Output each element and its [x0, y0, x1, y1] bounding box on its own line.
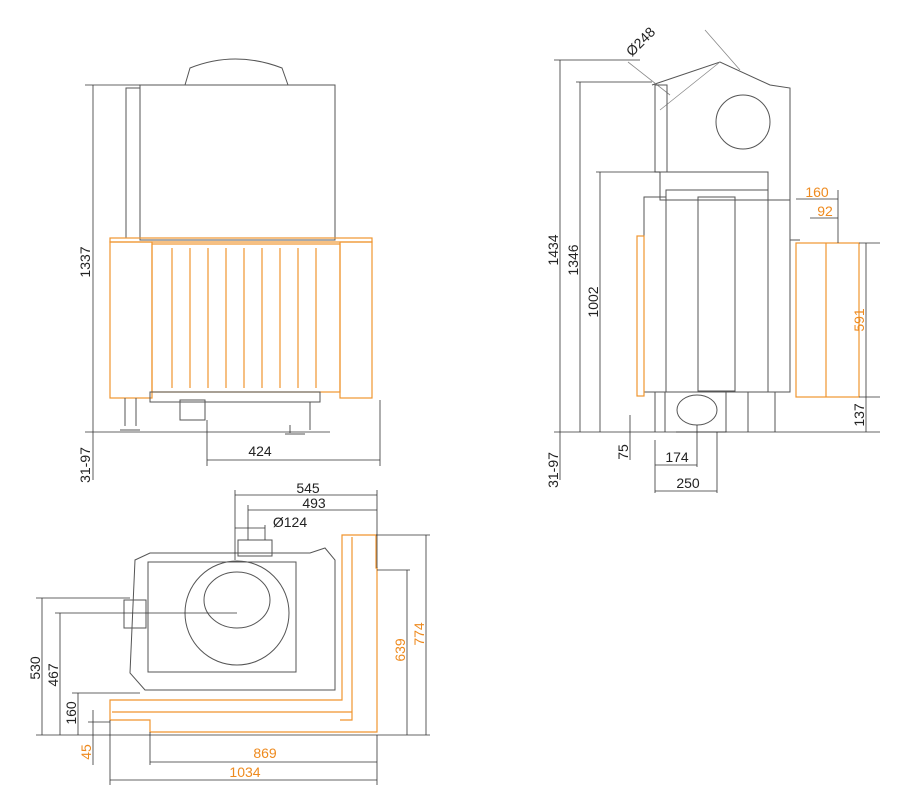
top-view: 545 493 Ø124 530 467 160 45 869 1034 639…	[27, 480, 430, 785]
body	[139, 84, 336, 241]
front-dimension-lines	[85, 84, 381, 480]
dim-side-160: 160	[805, 184, 829, 200]
body-outline	[129, 547, 336, 691]
dim-side-250: 250	[676, 475, 700, 491]
control-box	[123, 599, 147, 629]
rear-frame-strip	[636, 235, 645, 397]
dim-side-1002: 1002	[585, 286, 601, 317]
rear-panel	[643, 196, 667, 393]
flue-opening	[203, 571, 271, 629]
air-inlet	[237, 539, 273, 557]
dim-side-leg-adjust: 31-97	[545, 452, 561, 488]
flue-top	[651, 61, 800, 241]
air-intake	[676, 394, 718, 426]
dim-top-869: 869	[253, 745, 277, 761]
dim-side-1346: 1346	[565, 244, 581, 275]
dim-top-160: 160	[63, 701, 79, 725]
base-plate	[149, 391, 321, 403]
flue-collar	[184, 58, 289, 86]
dim-side-92: 92	[817, 203, 833, 219]
frame-outline	[109, 534, 378, 733]
dim-front-height: 1337	[77, 246, 93, 277]
firebox-body	[665, 189, 769, 393]
fan	[715, 94, 771, 150]
center-column	[697, 196, 736, 392]
door-ribs	[171, 248, 317, 388]
dim-flue-diameter: Ø248	[623, 24, 659, 60]
dim-top-530: 530	[27, 656, 43, 680]
dim-front-424: 424	[248, 443, 272, 459]
front-panel	[767, 199, 791, 393]
door-glass	[151, 243, 341, 393]
frame-left	[109, 241, 153, 399]
dim-top-493: 493	[302, 495, 326, 511]
dim-side-174: 174	[665, 449, 689, 465]
dim-front-leg-adjust: 31-97	[77, 447, 93, 483]
frame-top	[109, 237, 373, 243]
side-view: Ø248 1434 1346 1002 160 92 591 137 75 17…	[545, 24, 880, 493]
dim-top-1034: 1034	[229, 764, 260, 780]
front-view: 1337 31-97 424	[77, 58, 381, 483]
frame-inner-outline	[112, 537, 353, 721]
dim-top-air-inlet: Ø124	[273, 514, 307, 530]
firebox-top	[147, 561, 297, 673]
dim-top-45: 45	[78, 744, 94, 760]
dim-side-137: 137	[851, 403, 867, 427]
dim-side-1434: 1434	[545, 234, 561, 265]
rear-post	[654, 84, 668, 173]
legs	[654, 391, 776, 433]
dim-top-774: 774	[411, 622, 427, 646]
flue-diameter-guides	[627, 29, 741, 111]
side-dimension-lines	[554, 59, 880, 493]
side-glass	[795, 242, 860, 398]
dim-side-75: 75	[615, 444, 631, 460]
top-plate	[659, 171, 769, 201]
dim-top-639: 639	[392, 638, 408, 662]
legs	[120, 398, 311, 435]
dim-side-591: 591	[851, 308, 867, 332]
top-dimension-lines	[36, 490, 430, 785]
side-post	[125, 87, 141, 239]
dim-top-467: 467	[45, 663, 61, 687]
dim-top-545: 545	[296, 480, 320, 496]
frame-right	[339, 241, 373, 399]
